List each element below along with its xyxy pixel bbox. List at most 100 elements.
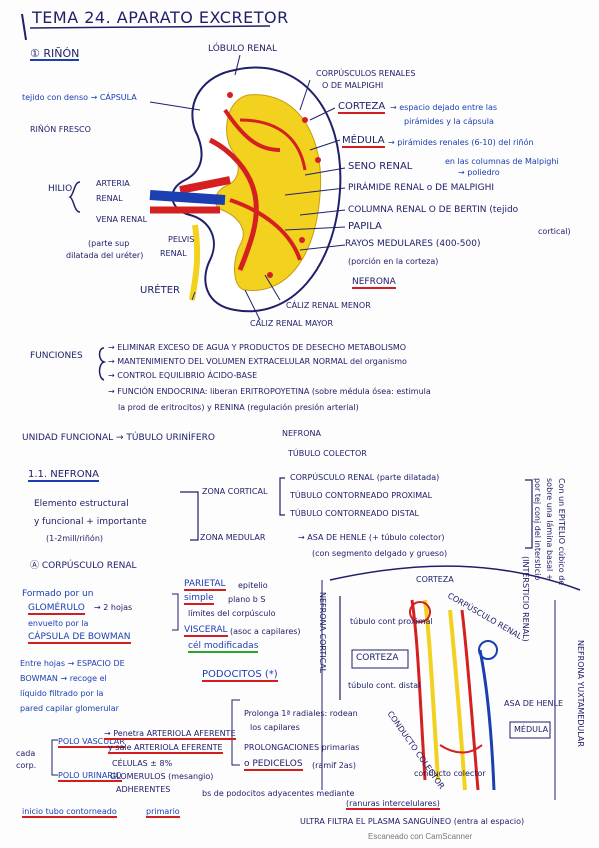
pelvis-note: (parte sup xyxy=(88,239,130,248)
zm-item-1: → ASA DE HENLE (+ túbulo colector) xyxy=(298,533,445,542)
section-rinon: ① RIÑÓN xyxy=(30,47,80,61)
label-ureter: URÉTER xyxy=(140,285,180,296)
corp-podocitos: PODOCITOS (*) xyxy=(202,669,278,682)
nd-asa: ASA DE HENLE xyxy=(504,699,564,708)
corp-poducitos: bs de podocitos adyacentes mediante xyxy=(202,789,355,798)
corp-prolonga: Prolonga 1ª radiales: rodean xyxy=(244,709,358,718)
funcion-item-1: → ELIMINAR EXCESO DE AGUA Y PRODUCTOS DE… xyxy=(108,343,407,352)
label-rinon-fresco: RIÑÓN FRESCO xyxy=(30,125,91,134)
label-tejido-capsula: tejido con denso → CÁPSULA xyxy=(22,93,137,102)
funcion-item-2: → MANTENIMIENTO DEL VOLUMEN EXTRACELULAR… xyxy=(108,357,407,366)
label-nefrona: NEFRONA xyxy=(352,277,396,289)
corp-glomerulos: GLOMERULOS (mesangio) xyxy=(110,772,214,781)
corteza-desc: → espacio dejado entre las xyxy=(390,103,498,112)
side-note-4: (INTERSTICIO RENAL) xyxy=(521,556,530,642)
corp-polo-vascular: POLO VASCULAR xyxy=(58,737,125,748)
corp-liquido: líquido filtrado por la xyxy=(20,689,104,698)
label-pelvis: PELVIS xyxy=(168,235,195,244)
label-rayos-2: (porción en la corteza) xyxy=(348,257,439,266)
corp-celulas: CÉLULAS ± 8% xyxy=(112,759,173,768)
label-lobulo: LÓBULO RENAL xyxy=(208,44,278,54)
pelvis-note-2: dilatada del uréter) xyxy=(66,251,144,260)
label-caliz-mayor: CÁLIZ RENAL MAYOR xyxy=(250,319,334,328)
unidad-nefrona: NEFRONA xyxy=(282,429,321,438)
corp-limites: límites del corpúsculo xyxy=(188,609,276,618)
corp-pedicelos: o PEDICELOS xyxy=(244,759,303,771)
zona-medular: ZONA MEDULAR xyxy=(200,533,266,542)
label-piramide: PIRÁMIDE RENAL o DE MALPIGHI xyxy=(348,183,494,193)
unidad-funcional: UNIDAD FUNCIONAL → TÚBULO URINÍFERO xyxy=(22,433,215,443)
corp-simple-desc: plano b S xyxy=(228,595,266,604)
corp-visceral-desc: (asoc a capilares) xyxy=(230,627,301,636)
corp-envuelto: envuelto por la xyxy=(28,619,89,628)
label-corpusculos-2: O DE MALPIGHI xyxy=(322,81,384,90)
kidney-diagram xyxy=(149,66,342,313)
corp-parietal: PARIETAL xyxy=(184,579,226,591)
title-underline xyxy=(29,25,271,29)
corp-corp: corp. xyxy=(16,761,37,770)
label-hilio: HILIO xyxy=(48,184,73,194)
zm-item-2: (con segmento delgado y grueso) xyxy=(312,549,448,558)
label-seno: SENO RENAL xyxy=(348,161,413,172)
nd-tubulo-dist: túbulo cont. distal xyxy=(348,681,421,690)
nd-corteza: CORTEZA xyxy=(416,575,454,584)
side-bracket xyxy=(525,479,533,549)
label-caliz-menor: CÁLIZ RENAL MENOR xyxy=(286,301,371,310)
side-note-2: sobre una lámina basal + xyxy=(545,478,554,581)
corp-cada: cada xyxy=(16,749,36,758)
nephron-diagram xyxy=(329,565,581,791)
corp-penetra: → Penetra ARTERIOLA AFERENTE xyxy=(104,729,236,740)
nefrona-elemento-3: (1-2mill/riñón) xyxy=(46,534,104,543)
nd-colector: conducto colector xyxy=(414,769,486,778)
hilio-bracket xyxy=(68,181,81,213)
corp-cel: cél modificadas xyxy=(188,641,259,653)
corp-entre: Entre hojas → ESPACIO DE xyxy=(20,659,125,668)
side-note-1: Con un EPITELIO cúbico de xyxy=(557,478,566,586)
corteza-desc-2: pirámides y la cápsula xyxy=(404,117,494,126)
corpusculo-heading: Ⓐ CORPÚSCULO RENAL xyxy=(30,561,137,571)
page-title: TEMA 24. APARATO EXCRETOR xyxy=(32,8,289,27)
corp-pedicelos-2: (ramif 2as) xyxy=(312,761,356,770)
corp-formado: Formado por un xyxy=(22,589,94,599)
nd-medula: MÉDULA xyxy=(514,725,549,734)
nefrona-elemento-2: y funcional + importante xyxy=(34,517,147,527)
corp-inicio: inicio tubo contorneado xyxy=(22,807,117,818)
unidad-tubulo: TÚBULO COLECTOR xyxy=(288,449,367,458)
title-bar-mark xyxy=(21,13,27,41)
zc-item-3: TÚBULO CONTORNEADO DISTAL xyxy=(290,509,420,518)
corp-ranura: (ranuras intercelulares) xyxy=(346,799,440,810)
label-pelvis-2: RENAL xyxy=(160,249,187,258)
label-papila: PAPILA xyxy=(348,221,382,232)
label-vena: VENA RENAL xyxy=(96,215,148,224)
nd-tubulo-prox: túbulo cont proximal xyxy=(350,617,433,626)
label-arteria: ARTERIA xyxy=(96,179,130,188)
label-arteria-2: RENAL xyxy=(96,194,123,203)
corp-sale: y sale ARTERIOLA EFERENTE xyxy=(108,743,223,754)
kidney-pointer-lines xyxy=(149,54,346,321)
seno-desc-2: → poliedro xyxy=(458,168,500,177)
corp-parietal-desc: epitelio xyxy=(238,581,268,590)
funcion-item-3: → CONTROL EQUILIBRIO ÁCIDO-BASE xyxy=(108,371,258,380)
corp-adhiere: ADHERENTES xyxy=(116,785,171,794)
zc-bracket xyxy=(279,477,285,516)
corp-capsula: CÁPSULA DE BOWMAN xyxy=(28,632,131,644)
label-medula: MÉDULA xyxy=(342,135,385,148)
corp-primario: primario xyxy=(146,807,180,818)
funciones-bracket xyxy=(98,347,107,381)
corp-capilares: los capilares xyxy=(250,723,300,732)
corp-ultra: ULTRA FILTRA EL PLASMA SANGUÍNEO (entra … xyxy=(300,817,525,826)
nefrona-heading: 1.1. NEFRONA xyxy=(28,469,99,482)
corp-simple: simple xyxy=(184,593,214,605)
corp-prolongaciones: PROLONGACIONES primarias xyxy=(244,743,360,752)
nefrona-bracket xyxy=(180,491,199,541)
side-note-3: por tej conj del intersticio xyxy=(533,478,542,581)
label-corpusculos: CORPÚSCULOS RENALES xyxy=(316,69,416,78)
label-rayos: RAYOS MEDULARES (400-500) xyxy=(345,239,481,249)
nefrona-elemento: Elemento estructural xyxy=(34,499,129,509)
label-corteza: CORTEZA xyxy=(338,101,386,114)
medula-desc: → pirámides renales (6-10) del riñón xyxy=(388,138,534,147)
funcion-item-4: → FUNCIÓN ENDOCRINA: liberan ERITROPOYET… xyxy=(108,387,431,396)
corp-hojas: → 2 hojas xyxy=(94,603,133,612)
